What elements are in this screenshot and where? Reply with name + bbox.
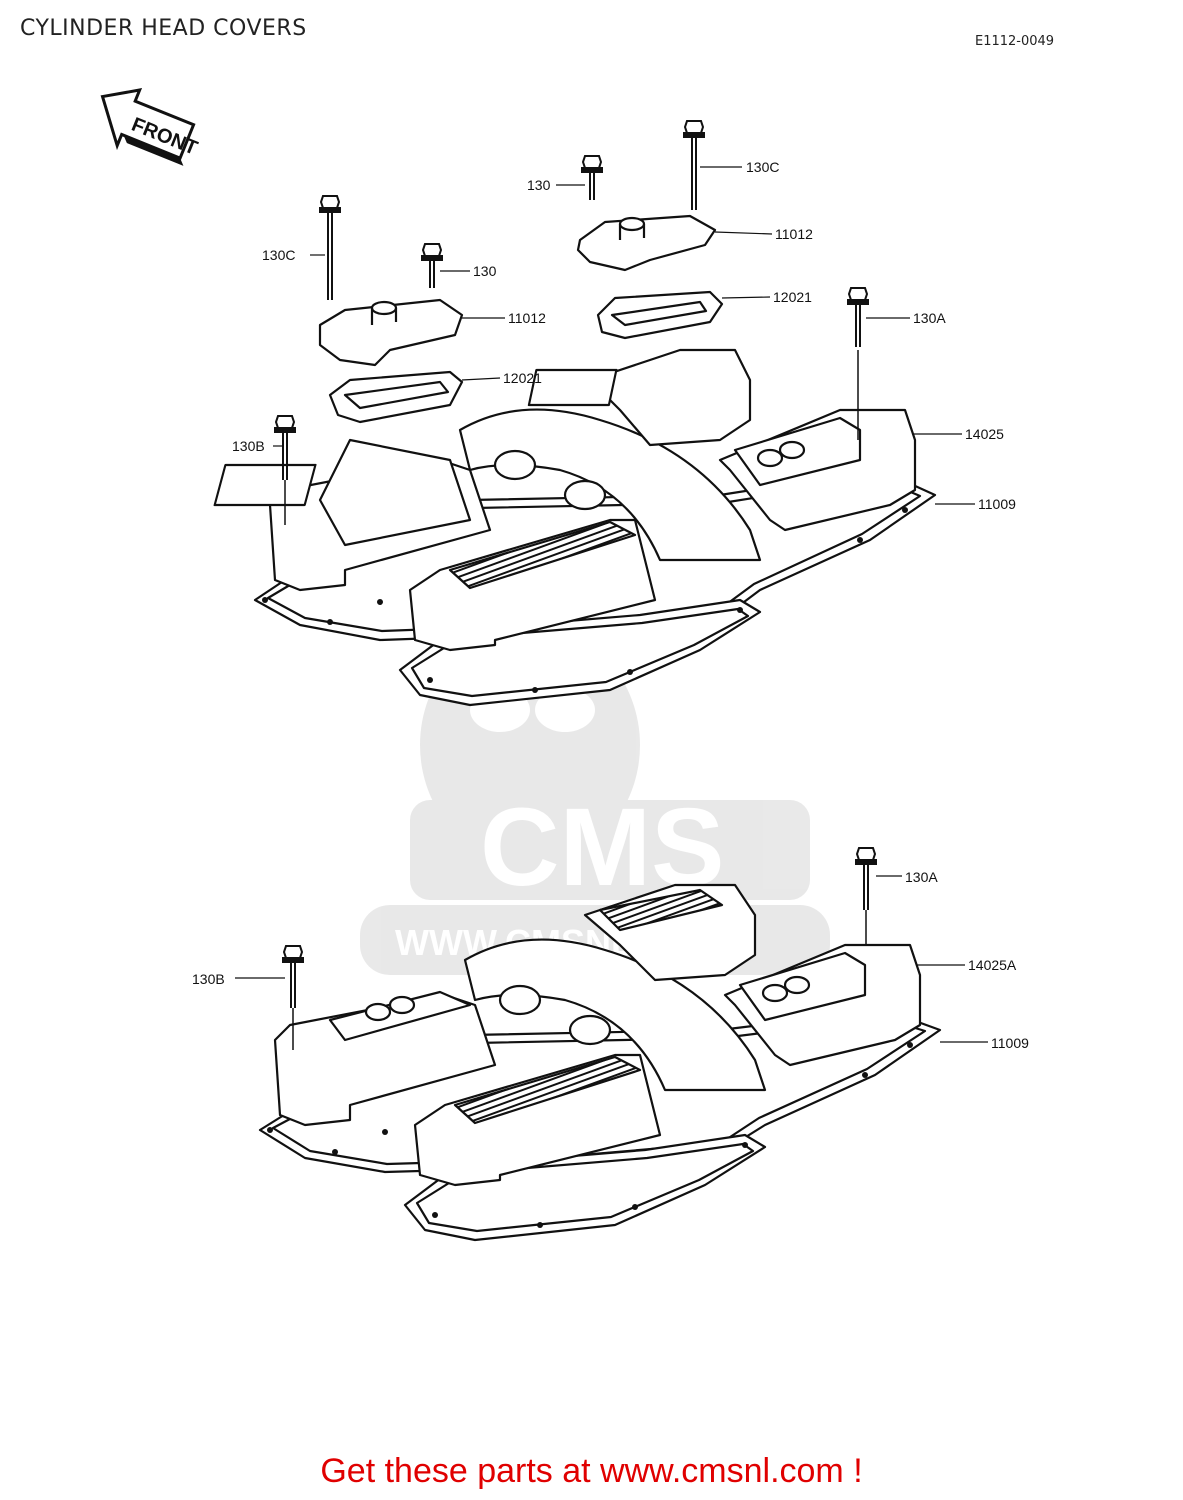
top-cover-right-rear (588, 348, 752, 447)
top-bridge (458, 408, 762, 562)
bottom-assembly (258, 883, 942, 1242)
callout-130b: 130B (232, 438, 265, 454)
bottom-leaders (235, 875, 988, 1043)
callout-11009: 11009 (978, 496, 1016, 512)
callout-130: 130 (473, 263, 497, 279)
bottom-bolts (282, 847, 877, 1050)
top-assembly (213, 214, 937, 707)
callout-12021: 12021 (773, 289, 812, 305)
parts-diagram: CMS WWW.CMSNL.COM FRONT (100, 88, 1029, 1242)
front-arrow-icon: FRONT (100, 88, 200, 166)
footer-link[interactable]: Get these parts at www.cmsnl.com ! (320, 1452, 863, 1490)
callout-12021: 12021 (503, 370, 542, 386)
callout-130a: 130A (913, 310, 946, 326)
top-cover-left-front (408, 518, 657, 652)
callout-11012: 11012 (775, 226, 813, 242)
callout-130c: 130C (262, 247, 295, 263)
callout-130c: 130C (746, 159, 779, 175)
callout-11009: 11009 (991, 1035, 1029, 1051)
bottom-bridge (463, 938, 767, 1092)
top-gasket-plate-left (328, 370, 464, 424)
callout-130a: 130A (905, 869, 938, 885)
callout-11012: 11012 (508, 310, 546, 326)
top-labels: 130 130C 11012 12021 130A 130C 130 11012… (232, 159, 1016, 512)
top-plate-right (576, 214, 717, 272)
callout-130: 130 (527, 177, 551, 193)
callout-14025a: 14025A (968, 957, 1017, 973)
diagram-id: E1112-0049 (975, 34, 1055, 49)
callout-130b: 130B (192, 971, 225, 987)
page-title: CYLINDER HEAD COVERS (20, 16, 307, 41)
top-bolts (274, 120, 869, 525)
top-leaders (273, 166, 975, 505)
bottom-cover-left-front (413, 1053, 662, 1187)
callout-14025: 14025 (965, 426, 1004, 442)
bottom-labels: 130A 130B 14025A 11009 (192, 869, 1029, 1051)
